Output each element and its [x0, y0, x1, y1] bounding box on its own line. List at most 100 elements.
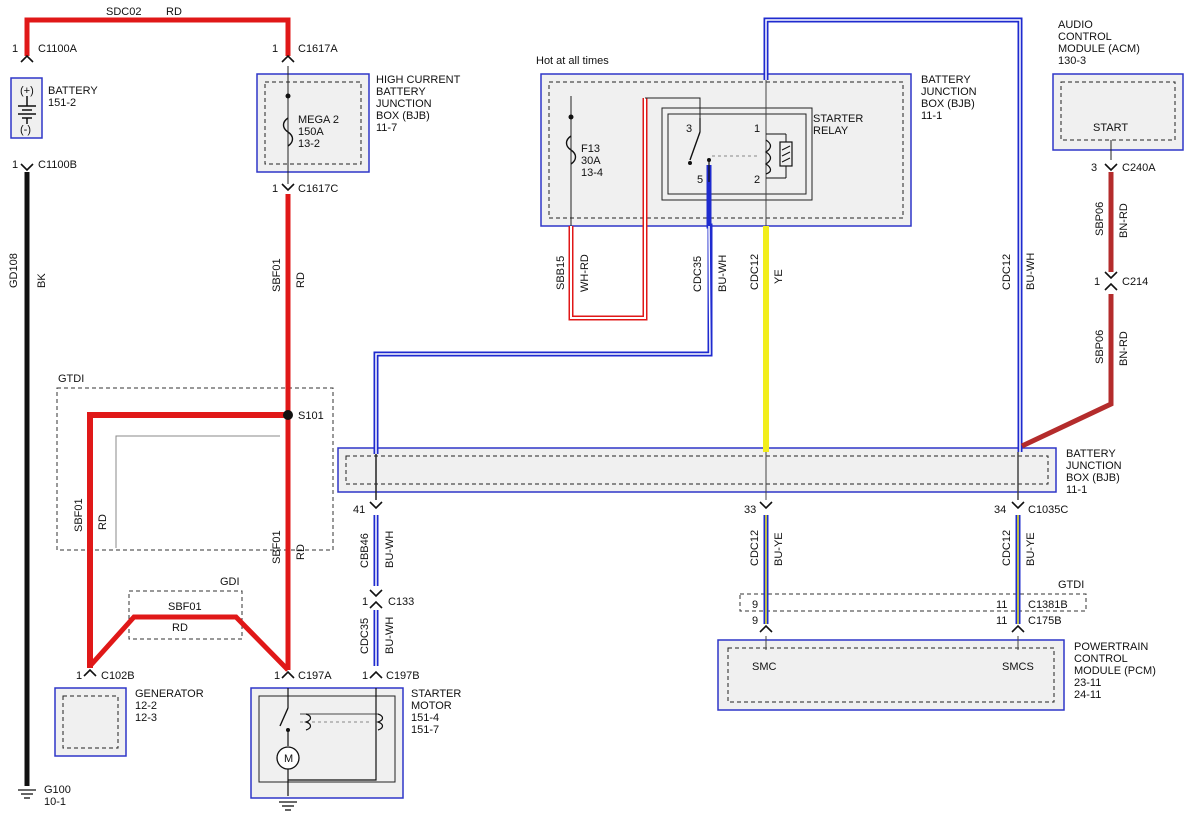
- c1617a-name: C1617A: [298, 43, 338, 55]
- wire-gtdi-alt: [115, 435, 280, 548]
- gtdi-right-option-box: [739, 593, 1087, 612]
- bjb-mid-line3: BOX (BJB): [1066, 472, 1120, 484]
- c1100a-name: C1100A: [38, 43, 78, 55]
- wire-gd108-color: BK: [36, 273, 48, 288]
- wire-sbf01-gtdi-color: RD: [97, 514, 109, 530]
- f13-junction-dot: [568, 114, 574, 120]
- hcbjb-line4: BOX (BJB): [376, 110, 430, 122]
- gdi-option-box: [128, 590, 243, 640]
- c214-name: C214: [1122, 276, 1148, 288]
- c1035c-pin-41: 41: [353, 504, 365, 516]
- wire-cdc12-lower-left-color: BU-YE: [773, 532, 785, 566]
- c1617a-pin: 1: [272, 43, 278, 55]
- c133-pin: 1: [362, 596, 368, 608]
- mega2-fuse-icon: [282, 117, 294, 147]
- bjb-mid-line4: 11-1: [1066, 484, 1087, 496]
- starter-motor-line4: 151-7: [411, 724, 439, 736]
- connector-glyph-c197b: [369, 670, 383, 679]
- motor-m-label: M: [284, 753, 293, 765]
- c214-pin: 1: [1094, 276, 1100, 288]
- c1381b-pin-11: 11: [996, 599, 1007, 611]
- c133-name: C133: [388, 596, 414, 608]
- generator-line3: 12-3: [135, 712, 157, 724]
- wire-sbf01-gtdi: [87, 412, 288, 668]
- connector-glyph-c1100b: [20, 163, 34, 172]
- connector-glyph-c1617c: [281, 183, 295, 192]
- c240a-pin: 3: [1091, 162, 1097, 174]
- wire-sdc02-circuit: SDC02: [106, 6, 141, 18]
- starter-motor-line1: STARTER: [411, 688, 461, 700]
- connector-glyph-c175b-9: [759, 624, 773, 633]
- generator-module: [54, 687, 127, 757]
- connector-glyph-c1100a: [20, 54, 34, 63]
- c175b-pin-9: 9: [752, 615, 758, 627]
- c197a-pin: 1: [274, 670, 280, 682]
- wire-sdc02: [24, 17, 291, 56]
- wire-sbf01-gdi-circuit: SBF01: [168, 601, 202, 613]
- bjb-top-module: [540, 73, 912, 227]
- pcm-line4: 23-11: [1074, 677, 1101, 689]
- f13-line2: 30A: [581, 155, 601, 167]
- f13-fuse-icon: [565, 135, 577, 165]
- ground-icon: [18, 789, 297, 811]
- connector-glyph-c1035c-41: [369, 501, 383, 510]
- splice-s101-dot: [283, 410, 293, 420]
- bjb-top-line4: 11-1: [921, 110, 942, 122]
- hcbjb-line3: JUNCTION: [376, 98, 432, 110]
- acm-line2: CONTROL: [1058, 31, 1112, 43]
- hcbjb-line1: HIGH CURRENT: [376, 74, 461, 86]
- battery-cells-icon: [18, 96, 36, 124]
- mega2-line3: 13-2: [298, 138, 320, 150]
- starter-motor-module: [250, 687, 404, 799]
- wire-sbf01-lower-circuit: SBF01: [271, 530, 283, 564]
- wire-sbf01-lower-color: RD: [295, 544, 307, 560]
- c197a-name: C197A: [298, 670, 332, 682]
- pcm-smcs-pin-label: SMCS: [1002, 661, 1034, 673]
- option-gtdi-left: GTDI: [58, 373, 84, 385]
- wire-sbf01-gdi-color: RD: [172, 622, 188, 634]
- connector-glyph-c133: [369, 589, 383, 609]
- pcm-line5: 24-11: [1074, 689, 1101, 701]
- wire-cdc35-upper-circuit: CDC35: [692, 256, 704, 292]
- connector-glyph-c1617a: [281, 54, 295, 63]
- splice-s101-label: S101: [298, 410, 324, 422]
- connector-glyph-c175b-11: [1011, 624, 1025, 633]
- battery-module: [10, 77, 43, 139]
- c1617c-pin: 1: [272, 183, 278, 195]
- option-gdi: GDI: [220, 576, 240, 588]
- c1035c-pin-34: 34: [994, 504, 1006, 516]
- bjb-top-line3: BOX (BJB): [921, 98, 975, 110]
- c1100a-pin: 1: [12, 43, 18, 55]
- battery-name: BATTERY: [48, 85, 98, 97]
- bjb-top-line2: JUNCTION: [921, 86, 977, 98]
- wire-sbb15-color: WH-RD: [579, 254, 591, 292]
- starter-relay-line1: STARTER: [813, 113, 863, 125]
- relay-pin-2: 2: [754, 174, 760, 186]
- hcbjb-line5: 11-7: [376, 122, 397, 134]
- c1100b-pin: 1: [12, 159, 18, 171]
- pcm-module: [717, 639, 1065, 711]
- acm-module: [1052, 73, 1184, 151]
- c1381b-pin-9: 9: [752, 599, 758, 611]
- relay-pin-5: 5: [697, 174, 703, 186]
- option-gtdi-right: GTDI: [1058, 579, 1084, 591]
- wire-sbb15: [568, 97, 701, 321]
- wire-sbf01-main-color: RD: [295, 272, 307, 288]
- hcbjb-line2: BATTERY: [376, 86, 426, 98]
- battery-minus: (-): [20, 124, 31, 136]
- connector-glyph-c102b: [83, 668, 97, 677]
- wire-cdc12-ye-circuit: CDC12: [749, 254, 761, 290]
- connector-glyphs: [20, 54, 1118, 679]
- mega2-line1: MEGA 2: [298, 114, 339, 126]
- wire-sbf01-gdi: [88, 614, 290, 672]
- pcm-line1: POWERTRAIN: [1074, 641, 1148, 653]
- wire-sbp06-upper-circuit: SBP06: [1094, 202, 1106, 236]
- wire-sbb15-circuit: SBB15: [555, 256, 567, 290]
- battery-plus: (+): [20, 85, 34, 97]
- wire-cdc12-ye-color: YE: [773, 269, 785, 284]
- mega2-line2: 150A: [298, 126, 324, 138]
- connector-glyph-c1035c-33: [759, 501, 773, 510]
- generator-line1: GENERATOR: [135, 688, 204, 700]
- c1617c-name: C1617C: [298, 183, 338, 195]
